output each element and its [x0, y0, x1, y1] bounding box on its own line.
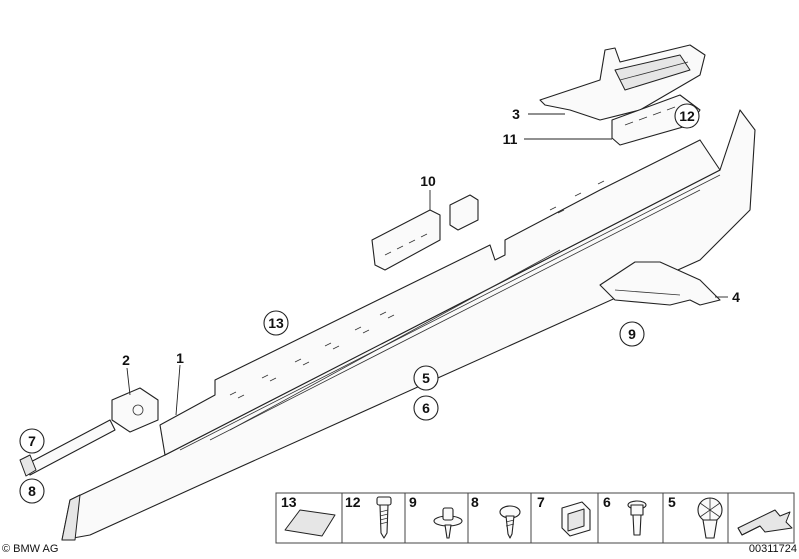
svg-text:12: 12	[345, 494, 361, 510]
callout-13: 13	[263, 310, 289, 336]
legend-item-6[interactable]: 6	[603, 494, 647, 536]
callout-7: 7	[19, 428, 45, 454]
svg-text:9: 9	[628, 326, 636, 342]
svg-text:1: 1	[176, 350, 184, 366]
diagram-number: 00311724	[749, 543, 797, 555]
svg-text:11: 11	[503, 131, 518, 147]
callout-9: 9	[619, 321, 645, 347]
center-clip-strip[interactable]	[371, 194, 479, 271]
svg-text:8: 8	[28, 483, 36, 499]
svg-text:9: 9	[409, 494, 417, 510]
svg-text:8: 8	[471, 494, 479, 510]
svg-text:4: 4	[732, 289, 740, 305]
svg-text:6: 6	[422, 400, 430, 416]
svg-text:13: 13	[268, 315, 284, 331]
rear-bracket[interactable]	[539, 44, 706, 121]
callout-5: 5	[413, 365, 439, 391]
svg-text:7: 7	[537, 494, 545, 510]
legend-item-8[interactable]: 8	[471, 494, 521, 539]
callout-3: 3	[512, 106, 520, 122]
side-sill-panel[interactable]	[61, 109, 756, 541]
svg-text:7: 7	[28, 433, 36, 449]
legend-item-9[interactable]: 9	[409, 494, 463, 539]
svg-text:10: 10	[420, 173, 436, 189]
leader-lines	[126, 113, 728, 416]
legend-item-12[interactable]: 12	[345, 494, 392, 539]
copyright-text: © BMW AG	[2, 543, 58, 555]
callout-12: 12	[674, 103, 700, 129]
callout-8: 8	[19, 478, 45, 504]
svg-text:© BMW AG: © BMW AG	[2, 543, 58, 555]
svg-text:3: 3	[512, 106, 520, 122]
small-parts-legend: 13 12 9 8 7 6	[275, 492, 795, 544]
svg-text:5: 5	[668, 494, 676, 510]
callout-1: 1	[176, 350, 184, 366]
callout-6: 6	[413, 395, 439, 421]
front-bracket[interactable]	[19, 387, 159, 477]
svg-text:12: 12	[679, 108, 695, 124]
callout-11: 11	[503, 131, 518, 147]
legend-item-5[interactable]: 5	[668, 494, 723, 539]
front-direction-arrow-icon	[737, 509, 793, 536]
callout-2: 2	[122, 352, 130, 368]
callout-4: 4	[732, 289, 740, 305]
legend-item-7[interactable]: 7	[537, 494, 591, 537]
svg-text:2: 2	[122, 352, 130, 368]
svg-text:13: 13	[281, 494, 297, 510]
callout-10: 10	[420, 173, 436, 189]
svg-text:5: 5	[422, 370, 430, 386]
svg-text:6: 6	[603, 494, 611, 510]
legend-item-13[interactable]: 13	[281, 494, 336, 537]
svg-text:00311724: 00311724	[749, 543, 797, 555]
rear-cover-plate[interactable]	[599, 261, 721, 306]
